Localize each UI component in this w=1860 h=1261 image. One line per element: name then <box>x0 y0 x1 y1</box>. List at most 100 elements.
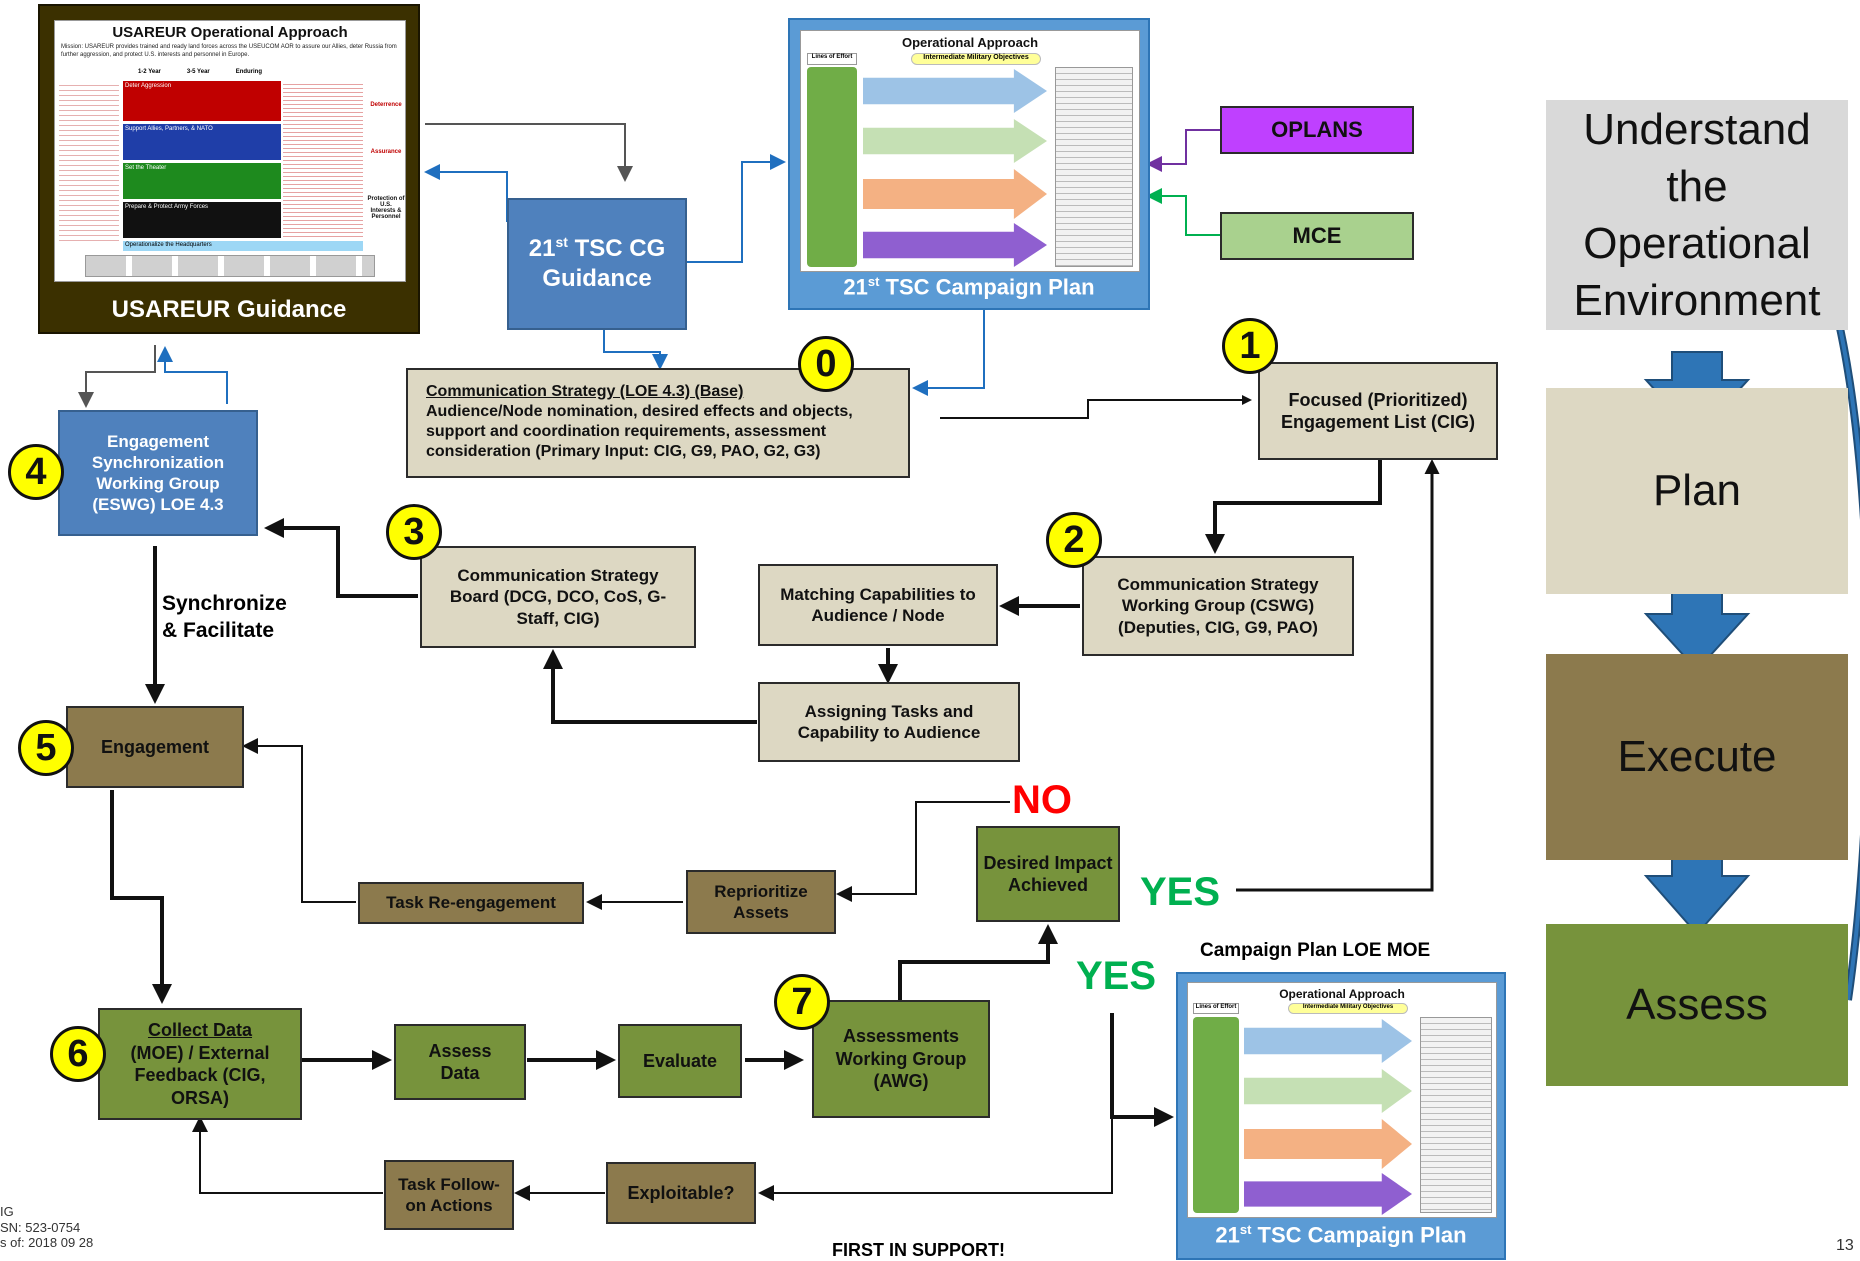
conn-usareur-eswg <box>78 345 156 408</box>
usareur-line-4: Prepare & Protect Army Forces <box>123 202 281 238</box>
usareur-text-col <box>283 81 363 238</box>
effect-label: Assurance <box>370 148 402 155</box>
conn-csb-eswg <box>264 518 418 598</box>
conn-mce <box>1146 188 1220 236</box>
horizon-label: 1-2 Year <box>137 69 161 75</box>
feedback-curve <box>1806 230 1860 1001</box>
usareur-line-2: Support Allies, Partners, & NATO <box>123 124 281 160</box>
tsc-cg-label: 21st TSC CG Guidance <box>528 234 666 292</box>
campaign-top-arrow-4 <box>863 223 1047 267</box>
matching-capabilities: Matching Capabilities to Audience / Node <box>758 564 998 646</box>
line-label: Set the Theater <box>125 165 167 171</box>
phase-assess: Assess <box>1546 924 1848 1086</box>
step-number-7: 7 <box>774 974 830 1030</box>
conn-campaign-comm <box>912 310 985 396</box>
assigning-tasks: Assigning Tasks and Capability to Audien… <box>758 682 1020 762</box>
phase-understand: Understand the Operational Environment <box>1546 100 1848 330</box>
line-label: Prepare & Protect Army Forces <box>125 204 209 210</box>
assess-data-box: Assess Data <box>394 1024 526 1100</box>
yes-label-1: YES <box>1140 870 1221 914</box>
awg-box: Assessments Working Group (AWG) <box>812 1000 990 1118</box>
usareur-guidance-panel: USAREUR Operational Approach Mission: US… <box>38 4 420 334</box>
conn-engagement-collect <box>110 790 172 1004</box>
conn-no-reprioritize <box>836 801 1010 902</box>
exploitable-box: Exploitable? <box>606 1162 756 1224</box>
collect-data-box: Collect Data (MOE) / External Feedback (… <box>98 1008 302 1120</box>
usareur-pillars <box>85 255 375 277</box>
mce-box: MCE <box>1220 212 1414 260</box>
footer-line-3: s of: 2018 09 28 <box>0 1235 94 1251</box>
yes-label-2: YES <box>1076 954 1157 998</box>
step-number-0: 0 <box>798 336 854 392</box>
conn-yes-campaign <box>1110 1013 1174 1127</box>
campaign-top-loe: Lines of Effort <box>807 53 857 65</box>
usareur-caption: USAREUR Guidance <box>111 296 347 323</box>
conn-eswg-usareur <box>157 346 228 404</box>
usareur-line-1: Deter Aggression <box>123 81 281 121</box>
comm-strategy-board: Communication Strategy Board (DCG, DCO, … <box>420 546 696 648</box>
campaign-top-col <box>807 67 857 267</box>
conn-cg-usareur <box>424 164 508 222</box>
desired-impact-box: Desired Impact Achieved <box>976 826 1120 922</box>
campaign-top-arrow-2 <box>863 119 1047 163</box>
line-label: Support Allies, Partners, & NATO <box>125 126 213 132</box>
comm-strategy-base: Communication Strategy (LOE 4.3) (Base) … <box>406 368 910 478</box>
usareur-line-3: Set the Theater <box>123 163 281 199</box>
eswg-box: Engagement Synchronization Working Group… <box>58 410 258 536</box>
conn-assigning-csb <box>543 649 757 724</box>
task-followon: Task Follow-on Actions <box>384 1160 514 1230</box>
campaign-bottom-imo: Intermediate Military Objectives <box>1288 1003 1408 1014</box>
phase-plan: Plan <box>1546 388 1848 594</box>
campaign-bottom-loe: Lines of Effort <box>1193 1003 1239 1014</box>
phase-execute: Execute <box>1546 654 1848 860</box>
comm-base-body: Audience/Node nomination, desired effect… <box>426 403 853 460</box>
conn-follow-collect <box>192 1116 383 1194</box>
usareur-effects: Deterrence Assurance Protection of U.S. … <box>367 81 405 241</box>
collect-rest: (MOE) / External Feedback (CIG, ORSA) <box>130 1042 270 1108</box>
usareur-mission: Mission: USAREUR provides trained and re… <box>61 44 397 58</box>
campaign-bottom-col <box>1193 1017 1239 1213</box>
phase-arrow-3 <box>1643 849 1751 936</box>
moe-title: Campaign Plan LOE MOE <box>1200 940 1431 961</box>
conn-campaign-exploitable <box>758 1117 1113 1201</box>
campaign-bottom-arrow-1 <box>1244 1019 1412 1063</box>
campaign-top-title: Operational Approach <box>901 35 1039 50</box>
campaign-top-caption: 21st TSC Campaign Plan <box>843 274 1095 300</box>
step-number-4: 4 <box>8 444 64 500</box>
conn-oplans <box>1146 129 1220 172</box>
campaign-top-arrow-1 <box>863 69 1047 113</box>
comm-base-title: Communication Strategy (LOE 4.3) (Base) <box>426 383 744 400</box>
campaign-bottom-side <box>1420 1017 1492 1213</box>
step-number-5: 5 <box>18 720 74 776</box>
horizon-label: 3-5 Year <box>186 69 210 75</box>
campaign-bottom-caption: 21st TSC Campaign Plan <box>1215 1222 1467 1248</box>
engagement-box: Engagement <box>66 706 244 788</box>
step-number-6: 6 <box>50 1026 106 1082</box>
conn-task-engagement <box>242 738 356 903</box>
horizon-label: Enduring <box>235 69 263 75</box>
conn-awg-desired <box>898 924 1058 1000</box>
campaign-top-arrow-3 <box>863 169 1047 219</box>
effect-label: Deterrence <box>370 101 402 108</box>
step-number-3: 3 <box>386 504 442 560</box>
campaign-top-imo: Intermediate Military Objectives <box>911 53 1041 65</box>
footer-line-2: SN: 523-0754 <box>0 1219 81 1235</box>
effect-label: Protection of U.S. Interests & Personnel <box>367 196 405 221</box>
line-label: Operationalize the Headquarters <box>125 242 212 248</box>
campaign-plan-top: Operational Approach Intermediate Milita… <box>788 18 1150 310</box>
campaign-bottom-arrow-2 <box>1244 1069 1412 1113</box>
conn-usareur-cg <box>425 123 633 182</box>
footer-line-1: IG <box>0 1204 14 1219</box>
footer-left: IG SN: 523-0754 s of: 2018 09 28 <box>0 1204 93 1251</box>
step-number-2: 2 <box>1046 512 1102 568</box>
oplans-box: OPLANS <box>1220 106 1414 154</box>
usareur-doc: USAREUR Operational Approach Mission: US… <box>54 20 406 282</box>
cswg-box: Communication Strategy Working Group (CS… <box>1082 556 1354 656</box>
campaign-top-doc: Operational Approach Intermediate Milita… <box>800 30 1140 272</box>
footer-page-number: 13 <box>1836 1237 1854 1254</box>
footer-center: FIRST IN SUPPORT! <box>832 1240 1006 1260</box>
conn-cg-comm <box>603 330 668 370</box>
conn-focused-cswg <box>1205 460 1382 554</box>
campaign-bottom-arrow-3 <box>1244 1119 1412 1169</box>
reprioritize-assets: Reprioritize Assets <box>686 870 836 934</box>
